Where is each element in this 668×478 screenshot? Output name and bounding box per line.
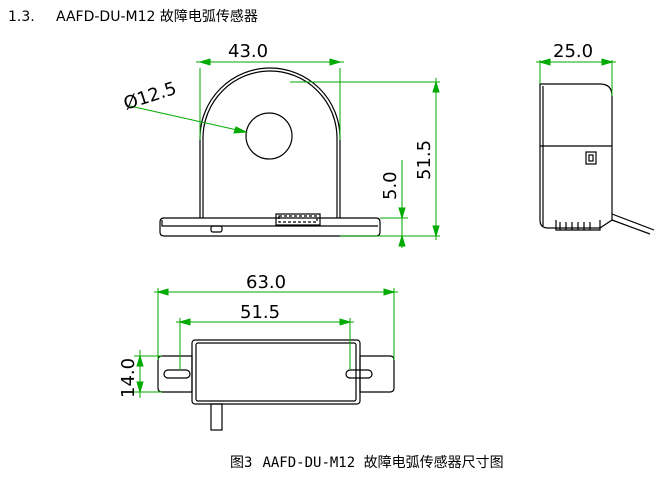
top-total-width-label: 63.0 [246, 272, 286, 293]
figure-number: 图3 [230, 455, 253, 471]
base-offset-label: 5.0 [380, 171, 401, 200]
top-height-label: 14.0 [118, 358, 139, 398]
front-body-outline [199, 67, 341, 218]
side-view [539, 83, 655, 235]
side-dimensions [536, 58, 616, 96]
top-view [157, 339, 395, 431]
section-number: 1.3. [8, 9, 35, 25]
front-height-label: 51.5 [414, 140, 435, 180]
front-view [159, 67, 381, 237]
front-connector [275, 213, 321, 226]
figure-caption-text: AAFD-DU-M12 故障电弧传感器尺寸图 [262, 455, 504, 471]
front-base-plate [159, 217, 381, 237]
top-dimensions [134, 288, 398, 398]
front-dimensions [129, 58, 440, 248]
side-body-outline [539, 83, 613, 229]
top-body-width-label: 51.5 [240, 302, 280, 323]
section-title: AAFD-DU-M12 故障电弧传感器 [56, 9, 258, 25]
figure-caption: 图3 AAFD-DU-M12 故障电弧传感器尺寸图 [230, 452, 504, 472]
side-depth-label: 25.0 [553, 41, 593, 62]
hole-diameter-label: Ø12.5 [121, 78, 179, 115]
top-body-outline [191, 339, 361, 405]
front-hole [245, 112, 293, 160]
section-heading: 1.3. AAFD-DU-M12 故障电弧传感器 [8, 6, 258, 26]
front-width-label: 43.0 [228, 41, 268, 62]
